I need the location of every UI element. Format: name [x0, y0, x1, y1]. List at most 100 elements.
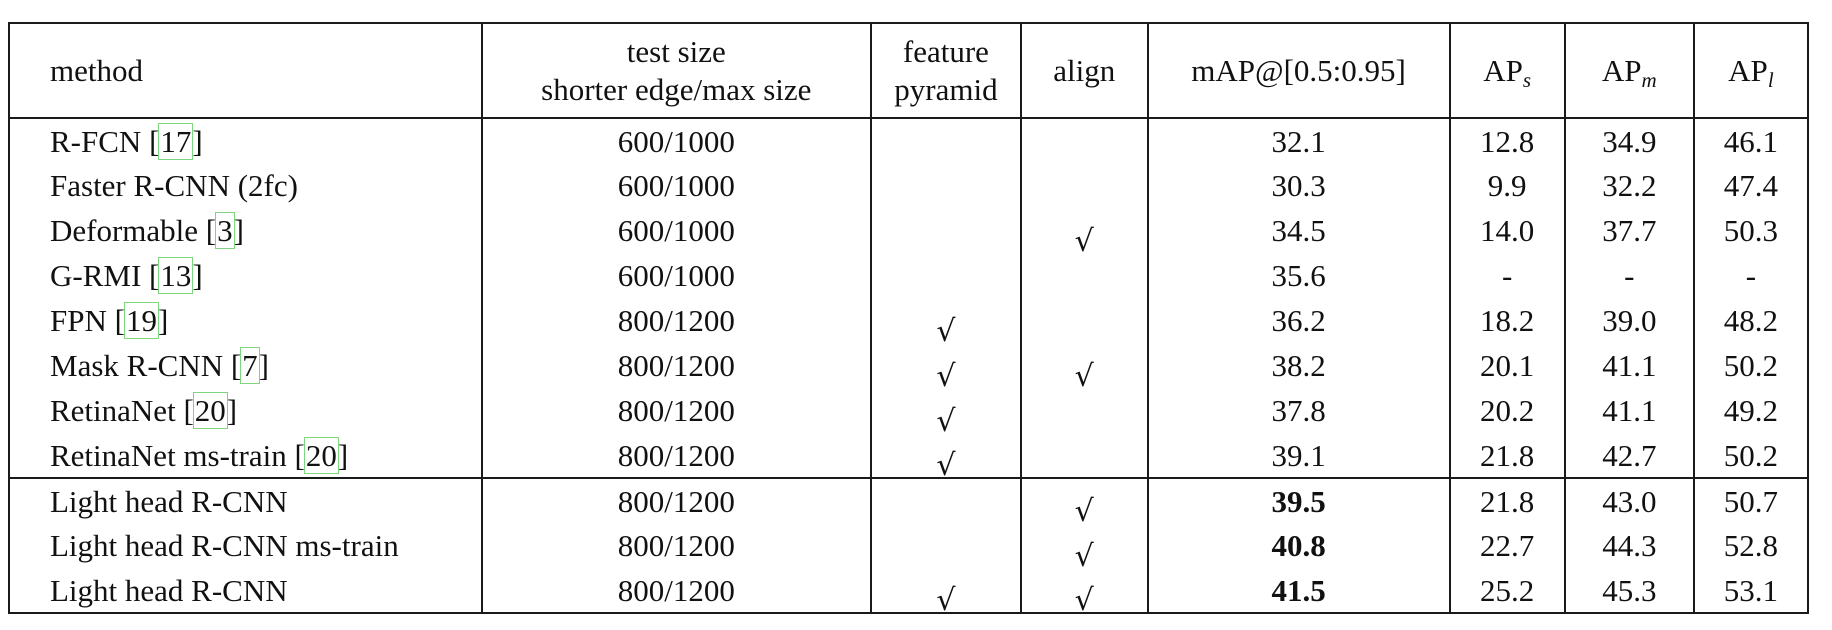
cell-align: √ — [1019, 208, 1148, 253]
cell-map: 30.3 — [1146, 163, 1450, 208]
checkmark-icon: √ — [1074, 538, 1094, 568]
value-ap-s: 21.8 — [1480, 437, 1535, 473]
value-ap-l: 50.2 — [1723, 348, 1779, 383]
method-name: FPN — [50, 303, 115, 338]
cell-ap-m: 39.0 — [1563, 298, 1694, 343]
cell-align: √ — [1019, 523, 1148, 568]
value-map: 37.8 — [1271, 393, 1326, 428]
cell-map: 37.8 — [1146, 388, 1450, 433]
value-ap-l: 53.1 — [1723, 572, 1779, 608]
cell-align — [1019, 163, 1148, 208]
value-map: 32.1 — [1271, 123, 1326, 159]
method-name: R-FCN — [50, 123, 150, 159]
value-ap-s: 14.0 — [1480, 213, 1535, 248]
header-ap-m-base: AP — [1601, 53, 1642, 88]
cell-ap-m: 34.9 — [1563, 118, 1694, 163]
header-ap-m: APm — [1563, 23, 1694, 119]
cell-ap-l: 53.1 — [1692, 568, 1810, 613]
citation-open-bracket: [ — [294, 437, 305, 473]
citation-link[interactable]: 20 — [303, 436, 339, 474]
cell-ap-s: - — [1448, 253, 1565, 298]
value-ap-m: 42.7 — [1602, 437, 1657, 473]
value-map: 39.1 — [1271, 437, 1326, 473]
cell-ap-s: 21.8 — [1448, 433, 1565, 478]
cell-feature-pyramid: √ — [870, 568, 1021, 614]
value-test-size: 800/1200 — [617, 483, 735, 519]
checkmark-icon: √ — [936, 358, 956, 388]
header-feature-pyramid-line2: pyramid — [894, 71, 998, 107]
value-ap-m: 39.0 — [1602, 303, 1657, 338]
cell-map: 35.6 — [1146, 253, 1450, 298]
cell-ap-l: 50.2 — [1692, 433, 1810, 478]
cell-ap-m: 32.2 — [1563, 163, 1694, 208]
results-table: method test size shorter edge/max size f… — [8, 22, 1810, 614]
method-name: G-RMI — [50, 258, 150, 293]
cell-ap-s: 14.0 — [1448, 208, 1565, 253]
cell-test-size: 600/1000 — [480, 163, 872, 208]
value-test-size: 600/1000 — [617, 258, 735, 293]
method-name: RetinaNet ms-train — [50, 437, 295, 473]
citation-open-bracket: [ — [114, 303, 125, 338]
cell-ap-l: 49.2 — [1692, 388, 1810, 433]
cell-method: FPN [19] — [8, 298, 482, 343]
value-ap-s: 9.9 — [1487, 168, 1527, 203]
cell-test-size: 600/1000 — [480, 208, 872, 253]
value-ap-l: 50.3 — [1723, 213, 1779, 248]
value-ap-l: 50.2 — [1723, 437, 1779, 473]
value-ap-l: 50.7 — [1723, 483, 1779, 519]
value-test-size: 800/1200 — [617, 348, 735, 383]
checkmark-icon: √ — [936, 583, 956, 614]
cell-feature-pyramid: √ — [870, 388, 1021, 433]
citation-open-bracket: [ — [149, 258, 160, 293]
citation-link[interactable]: 17 — [158, 122, 194, 160]
value-ap-l: 47.4 — [1723, 168, 1779, 203]
value-map: 34.5 — [1271, 213, 1326, 248]
checkmark-icon: √ — [936, 313, 956, 343]
value-ap-m: 41.1 — [1602, 393, 1657, 428]
cell-feature-pyramid: √ — [870, 433, 1021, 478]
value-ap-l: - — [1745, 258, 1757, 293]
value-map: 39.5 — [1271, 483, 1326, 519]
cell-ap-l: 50.2 — [1692, 343, 1810, 388]
value-ap-s: 12.8 — [1480, 123, 1535, 159]
cell-ap-m: 41.1 — [1563, 343, 1694, 388]
cell-feature-pyramid: √ — [870, 343, 1021, 388]
value-ap-s: 22.7 — [1480, 528, 1535, 563]
citation-link[interactable]: 3 — [215, 212, 235, 249]
header-ap-s-base: AP — [1483, 53, 1523, 88]
cell-align — [1019, 253, 1148, 298]
citation-link[interactable]: 19 — [123, 302, 159, 339]
cell-map: 40.8 — [1146, 523, 1450, 568]
citation-link[interactable]: 13 — [158, 257, 194, 294]
cell-ap-l: 50.7 — [1692, 477, 1810, 523]
cell-test-size: 800/1200 — [480, 523, 872, 568]
header-ap-l-base: AP — [1728, 53, 1768, 88]
header-feature-pyramid: feature pyramid — [870, 23, 1021, 119]
value-ap-m: 43.0 — [1602, 483, 1657, 519]
header-ap-l: APl — [1692, 23, 1810, 119]
cell-test-size: 600/1000 — [480, 118, 872, 163]
value-ap-s: 21.8 — [1480, 483, 1535, 519]
citation-link[interactable]: 7 — [240, 347, 260, 384]
value-test-size: 800/1200 — [617, 572, 735, 608]
cell-ap-l: 52.8 — [1692, 523, 1810, 568]
cell-ap-m: - — [1563, 253, 1694, 298]
value-ap-l: 49.2 — [1723, 393, 1779, 428]
header-ap-s: APs — [1448, 23, 1565, 119]
citation-link[interactable]: 20 — [192, 392, 228, 429]
cell-map: 36.2 — [1146, 298, 1450, 343]
cell-ap-s: 22.7 — [1448, 523, 1565, 568]
cell-ap-l: 47.4 — [1692, 163, 1810, 208]
value-ap-l: 52.8 — [1723, 528, 1779, 563]
cell-test-size: 800/1200 — [480, 433, 872, 478]
value-ap-m: 41.1 — [1602, 348, 1657, 383]
cell-test-size: 800/1200 — [480, 388, 872, 433]
citation-open-bracket: [ — [149, 123, 160, 159]
cell-feature-pyramid — [870, 477, 1021, 523]
cell-ap-m: 44.3 — [1563, 523, 1694, 568]
